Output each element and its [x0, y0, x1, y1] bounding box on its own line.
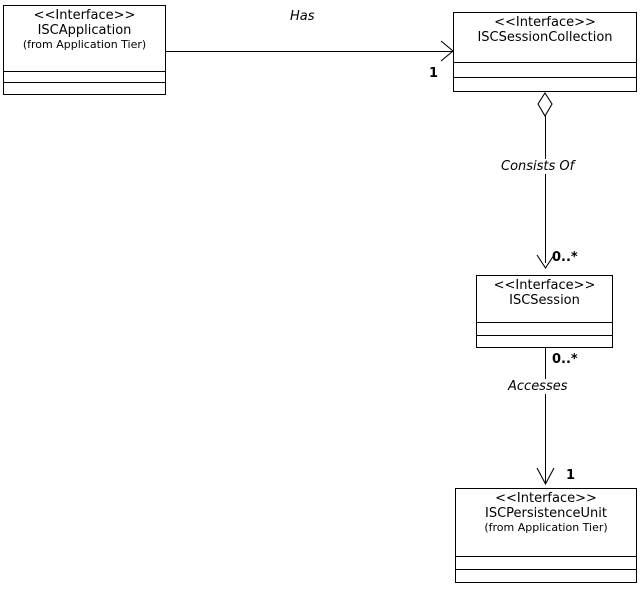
class-stereotype: <<Interface>>: [494, 15, 596, 30]
operations-compartment: [454, 78, 636, 92]
attributes-compartment: [454, 63, 636, 78]
class-box-isc-session-collection[interactable]: <<Interface>> ISCSessionCollection: [453, 12, 637, 92]
class-package: (from Application Tier): [484, 520, 608, 534]
class-package: (from Application Tier): [22, 37, 147, 51]
class-name: ISCPersistenceUnit: [485, 506, 607, 522]
relationship-label-has: Has: [288, 9, 317, 24]
class-box-isc-session[interactable]: <<Interface>> ISCSession: [476, 275, 613, 348]
association-line-accesses[interactable]: [545, 348, 546, 484]
class-name: ISCSessionCollection: [477, 30, 613, 46]
class-header: <<Interface>> ISCSession: [477, 276, 612, 323]
multiplicity-consists-of-target: 0..*: [552, 250, 578, 265]
class-box-isc-application[interactable]: <<Interface>> ISCApplication (from Appli…: [3, 5, 166, 95]
arrowhead-open-has: [440, 40, 454, 62]
class-name: ISCApplication: [37, 23, 132, 39]
class-stereotype: <<Interface>>: [33, 8, 136, 23]
aggregation-diamond-consists-of: [537, 91, 553, 118]
multiplicity-has-target: 1: [429, 66, 439, 81]
class-stereotype: <<Interface>>: [495, 491, 597, 506]
class-header: <<Interface>> ISCSessionCollection: [454, 13, 636, 63]
class-header: <<Interface>> ISCApplication (from Appli…: [4, 6, 165, 72]
class-name: ISCSession: [509, 293, 580, 309]
multiplicity-accesses-source: 0..*: [552, 352, 578, 367]
relationship-label-accesses: Accesses: [506, 379, 570, 394]
association-line-has[interactable]: [166, 51, 453, 52]
attributes-compartment: [456, 557, 636, 570]
attributes-compartment: [477, 323, 612, 336]
aggregation-line-consists-of[interactable]: [545, 116, 546, 263]
relationship-label-consists-of: Consists Of: [499, 159, 577, 174]
operations-compartment: [477, 336, 612, 348]
operations-compartment: [456, 570, 636, 582]
arrowhead-open-accesses: [536, 467, 555, 486]
operations-compartment: [4, 83, 165, 94]
class-stereotype: <<Interface>>: [493, 278, 596, 293]
arrowhead-open-consists-of: [536, 254, 555, 270]
multiplicity-accesses-target: 1: [566, 468, 576, 483]
attributes-compartment: [4, 72, 165, 83]
class-box-isc-persistence-unit[interactable]: <<Interface>> ISCPersistenceUnit (from A…: [455, 488, 637, 583]
class-header: <<Interface>> ISCPersistenceUnit (from A…: [456, 489, 636, 557]
